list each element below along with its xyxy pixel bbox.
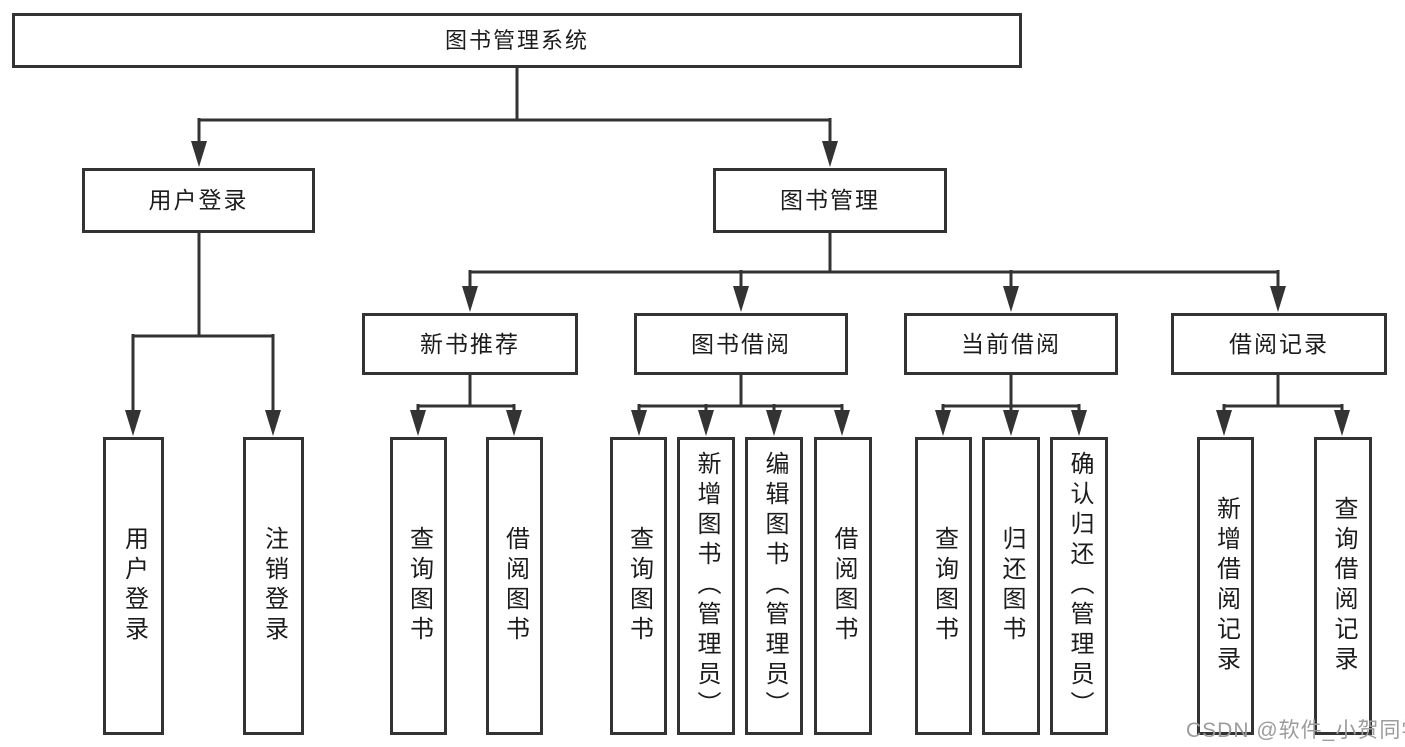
leaf-edit-books-admin: 编辑图书（管理员） [745, 437, 803, 735]
node-new-book-recommend: 新书推荐 [362, 313, 578, 375]
csdn-watermark: CSDN @软件_小贺同学 [1186, 719, 1405, 742]
leaf-borrow-books-1: 借阅图书 [486, 437, 543, 735]
leaf-return-books: 归还图书 [982, 437, 1040, 735]
node-borrowing-records: 借阅记录 [1171, 313, 1387, 375]
node-book-borrowing: 图书借阅 [634, 313, 848, 375]
leaf-add-borrow-record: 新增借阅记录 [1197, 437, 1254, 735]
leaf-query-books-1: 查询图书 [390, 437, 447, 735]
leaf-user-login: 用户登录 [103, 437, 164, 735]
leaf-borrow-books-2: 借阅图书 [814, 437, 872, 735]
node-library-management-system: 图书管理系统 [12, 13, 1022, 68]
leaf-query-borrow-record: 查询借阅记录 [1314, 437, 1372, 735]
node-user-login: 用户登录 [82, 168, 315, 233]
leaf-query-books-2: 查询图书 [610, 437, 667, 735]
leaf-query-books-3: 查询图书 [915, 437, 972, 735]
leaf-logout: 注销登录 [243, 437, 304, 735]
node-current-borrowing: 当前借阅 [904, 313, 1118, 375]
leaf-confirm-return-admin: 确认归还（管理员） [1050, 437, 1108, 735]
leaf-add-books-admin: 新增图书（管理员） [677, 437, 735, 735]
node-book-management: 图书管理 [713, 168, 947, 233]
